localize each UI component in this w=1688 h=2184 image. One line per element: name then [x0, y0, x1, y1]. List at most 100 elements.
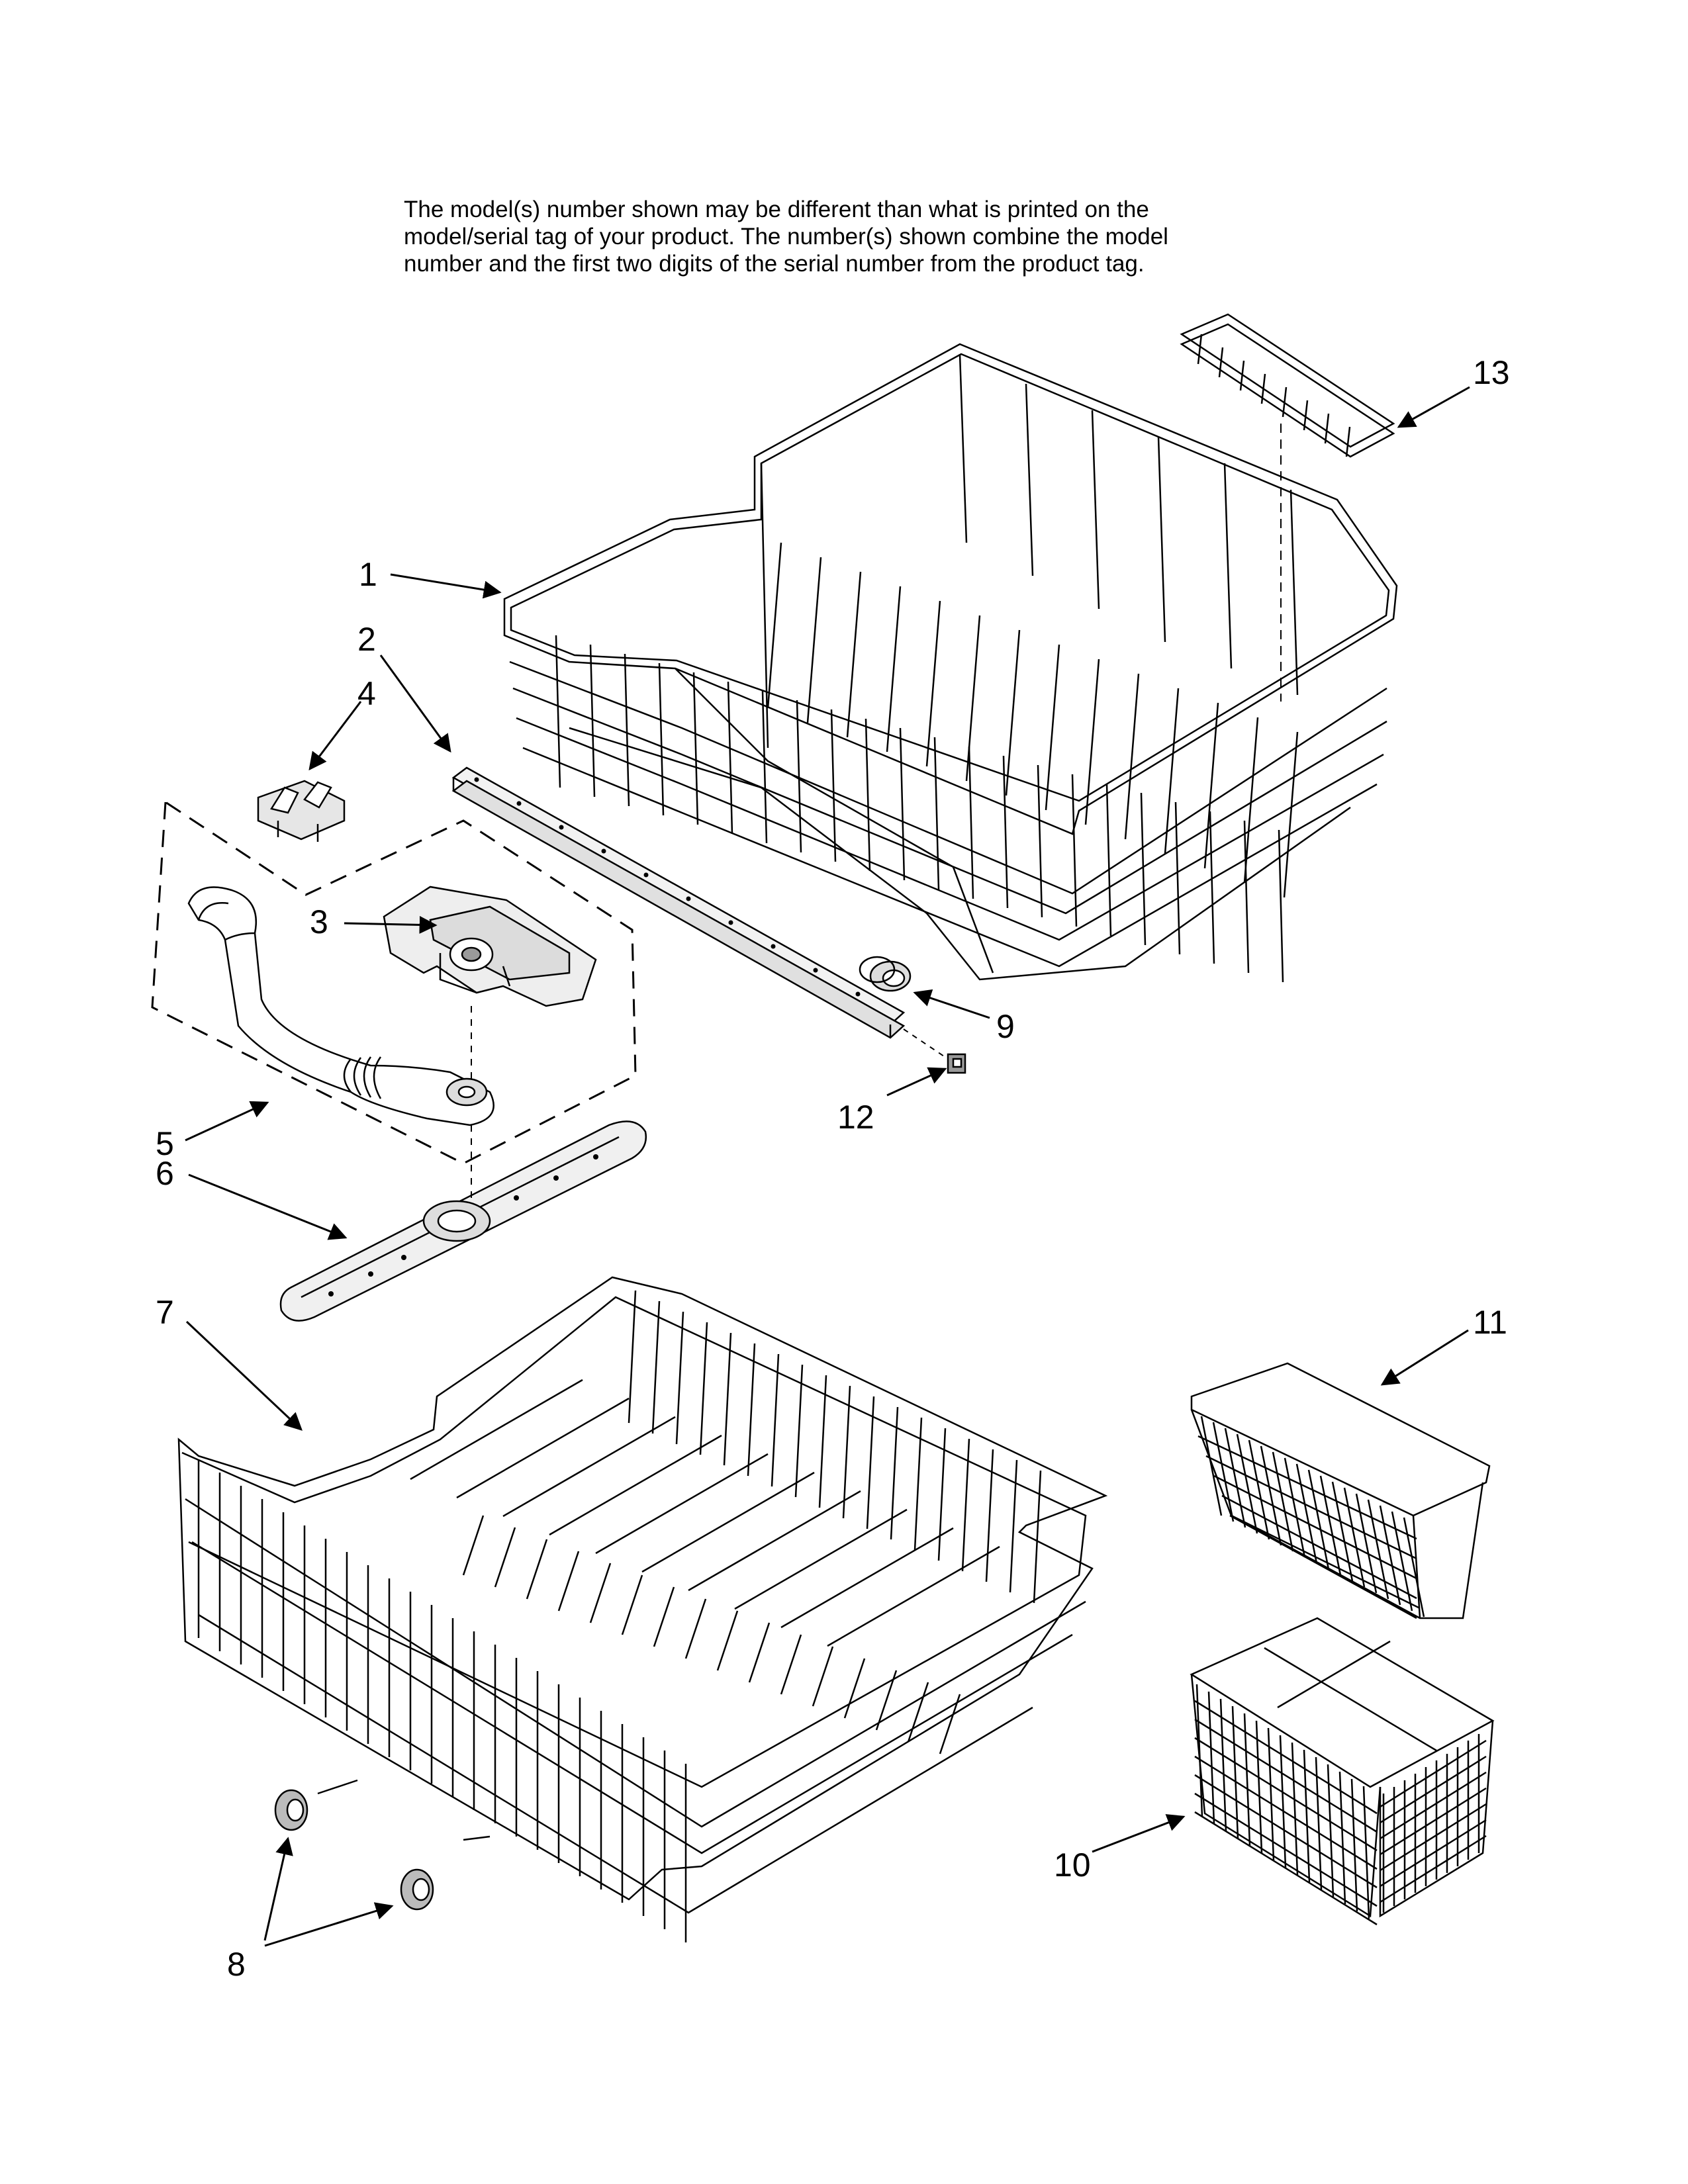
lower-rack-wire	[771, 1353, 780, 1487]
upper-rack-wire	[624, 653, 630, 807]
upper-rack-wire	[692, 672, 699, 825]
upper-rack-tine	[1045, 644, 1060, 811]
lower-rack-tine	[716, 1610, 739, 1671]
lower-rack-tine	[780, 1634, 802, 1695]
rail-hole	[559, 825, 564, 830]
upper-rack-tine	[846, 571, 862, 738]
basket-grid-wire	[1219, 1698, 1227, 1832]
upper-rack-wire	[761, 690, 768, 844]
spray-nozzle	[328, 1291, 334, 1297]
lower-rack-wire	[723, 1332, 732, 1466]
lower-rack-tine	[875, 1670, 898, 1731]
basket-wire	[1200, 1416, 1223, 1516]
lower-rack-tine	[748, 1622, 771, 1683]
clip-tooth	[1197, 334, 1203, 365]
lower-rack-floor-wire	[595, 1453, 769, 1555]
upper-rack-tine	[925, 600, 941, 767]
clip-tooth	[1282, 387, 1288, 418]
upper-rack-tine	[1124, 673, 1140, 840]
upper-rack-wire	[1002, 755, 1009, 909]
clip-tooth	[1239, 360, 1245, 391]
lower-rack-wire	[651, 1300, 661, 1434]
lower-rack-floor-wire	[641, 1471, 815, 1573]
spray-nozzle	[593, 1154, 598, 1160]
upper-rack-wire	[899, 727, 906, 881]
clip-tooth	[1260, 373, 1266, 404]
basket-grid-wire	[1194, 1755, 1378, 1870]
basket-wire	[1343, 1487, 1366, 1588]
basket-grid-wire	[1380, 1819, 1487, 1888]
upper-rack-wire	[658, 662, 665, 816]
rail-hole	[686, 896, 691, 901]
rail-wheel	[859, 956, 912, 992]
basket-grid-wire	[1194, 1700, 1378, 1815]
lower-rack-wire	[1009, 1459, 1018, 1593]
basket-grid-wire	[1255, 1720, 1263, 1854]
spray-nozzle	[553, 1175, 559, 1181]
upper-rack-wire	[796, 700, 802, 853]
callout-4: 4	[357, 675, 376, 712]
callout-2: 2	[357, 621, 376, 658]
basket-wire	[1236, 1433, 1258, 1534]
upper-rack-wire	[727, 681, 733, 835]
rail-stop	[903, 1028, 966, 1074]
basket-grid-wire	[1327, 1764, 1335, 1897]
basket-grid-wire	[1362, 1786, 1370, 1919]
callout-13: 13	[1473, 354, 1510, 391]
basket-grid-wire	[1315, 1756, 1323, 1890]
basket-grid-wire	[1338, 1771, 1346, 1905]
lower-rack-wire	[842, 1385, 851, 1519]
lower-rack-tine	[526, 1539, 548, 1600]
lower-rack-wire	[699, 1322, 708, 1455]
callout-5: 5	[156, 1125, 174, 1162]
upper-rack-wire	[555, 635, 561, 788]
basket-wire	[1295, 1463, 1318, 1564]
rail-hole	[474, 777, 479, 782]
rail-hole	[516, 801, 522, 806]
rack-rail	[451, 766, 906, 1039]
upper-rack-wire	[1278, 829, 1284, 983]
callout-3: 3	[310, 903, 328, 940]
upper-rack-tine	[965, 615, 981, 782]
manifold-clip	[257, 780, 346, 842]
basket-grid-wire	[1350, 1778, 1358, 1912]
callout-11: 11	[1473, 1304, 1507, 1341]
notice-line-2: model/serial tag of your product. The nu…	[404, 224, 1168, 250]
callout-8: 8	[227, 1946, 246, 1983]
rail-hole	[643, 872, 649, 878]
assembly-group-outline	[151, 800, 637, 1165]
basket-wire	[1212, 1422, 1235, 1522]
clip-tooth	[1324, 413, 1330, 444]
basket-grid-wire	[1380, 1755, 1487, 1824]
basket-wire	[1213, 1475, 1417, 1580]
basket-grid-wire	[1303, 1749, 1311, 1883]
basket-grid-wire	[1380, 1787, 1487, 1856]
basket-wire	[1248, 1439, 1270, 1540]
clip-tooth	[1303, 400, 1309, 431]
lower-spray-arm	[279, 1120, 647, 1322]
upper-rack-wire	[830, 709, 837, 862]
upper-rack-wire	[933, 737, 940, 890]
basket-wire	[1260, 1445, 1282, 1546]
lower-rack-tine	[907, 1682, 929, 1743]
basket-grid-wire	[1291, 1742, 1299, 1876]
callout-6: 6	[156, 1155, 174, 1192]
upper-rack-wire	[1105, 783, 1112, 936]
lower-rack-wire	[985, 1449, 994, 1582]
basket-wire	[1221, 1494, 1417, 1600]
upper-rack-tine	[1283, 731, 1299, 898]
rail-hole	[855, 991, 861, 997]
upper-rack-wire	[589, 644, 596, 797]
lower-rack-tine	[939, 1694, 961, 1754]
basket-wire	[1205, 1455, 1417, 1560]
basket-grid-wire	[1194, 1792, 1378, 1907]
basket-grid-wire	[1194, 1811, 1378, 1926]
upper-rack-tine	[1005, 629, 1021, 796]
clip-tooth	[1345, 426, 1351, 457]
basket-wire	[1224, 1428, 1246, 1528]
upper-rack-tine	[1243, 717, 1259, 884]
rail-hole	[728, 920, 733, 925]
rail-hole	[601, 848, 606, 854]
small-basket	[1190, 1362, 1491, 1619]
lower-rack-tine	[494, 1527, 516, 1588]
